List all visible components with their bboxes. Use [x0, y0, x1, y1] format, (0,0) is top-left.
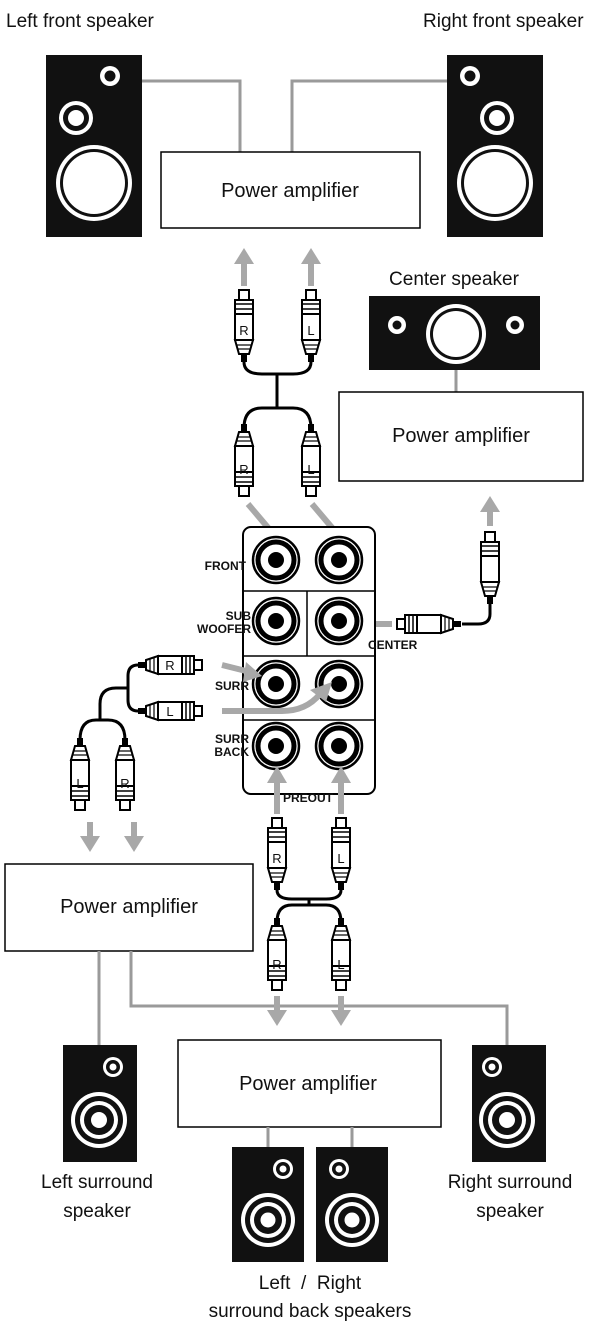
- plug-letter-l: L: [307, 323, 314, 338]
- surround-amp-arrows: [80, 822, 144, 852]
- right-surround-wire: [129, 951, 509, 1045]
- surround-power-amplifier: [4, 863, 254, 952]
- plug-letter-l: L: [337, 957, 344, 972]
- subwoofer-label-1: SUB: [226, 609, 252, 623]
- surr-back-l-jack: [316, 723, 362, 769]
- left-front-speaker: [46, 55, 142, 237]
- center-power-amplifier: [338, 391, 584, 482]
- front-lower-plug-r: [234, 423, 254, 497]
- surr-r-jack: [253, 661, 299, 707]
- plug-letter-l: L: [166, 704, 173, 719]
- center-cable: [462, 604, 492, 626]
- center-plug-left: [396, 614, 462, 634]
- surr-jack-arrows: [221, 662, 332, 714]
- left-surround-back-speaker: [232, 1147, 304, 1262]
- left-surround-speaker: [63, 1045, 137, 1162]
- surr-back-jack-arrows: [267, 766, 351, 814]
- plug-letter-l: L: [307, 462, 314, 477]
- surr-cable-left-y: [78, 718, 127, 741]
- plug-letter-r: R: [165, 658, 174, 673]
- right-front-speaker: [447, 55, 543, 237]
- surround-back-power-amplifier: [177, 1039, 442, 1128]
- right-surround-label-1: Right surround: [448, 1172, 573, 1193]
- surr-back-cable-top-y: [275, 889, 343, 901]
- front-r-jack: [253, 537, 299, 583]
- plug-letter-r: R: [239, 323, 248, 338]
- left-front-wire: [142, 79, 242, 152]
- right-surround-speaker: [472, 1045, 546, 1162]
- plug-letter-r: R: [272, 851, 281, 866]
- center-jack-label: CENTER: [368, 638, 418, 652]
- surr-plug-down-r: [115, 737, 135, 811]
- right-surround-back-speaker: [316, 1147, 388, 1262]
- surr-jack-label: SURR: [215, 679, 249, 693]
- surround-amp-label: Power amplifier: [60, 896, 198, 918]
- surround-back-amp-arrows: [267, 996, 351, 1026]
- left-surround-label-1: Left surround: [41, 1172, 153, 1193]
- front-power-amplifier: [160, 151, 421, 229]
- preout-label: PREOUT: [283, 791, 334, 805]
- front-lower-plug-l: [301, 423, 321, 497]
- center-plug-up: [480, 531, 500, 605]
- surround-back-amp-label: Power amplifier: [239, 1073, 377, 1095]
- surr-back-lower-plug-l: [331, 917, 351, 991]
- front-amp-label: Power amplifier: [221, 180, 359, 202]
- center-input-arrow: [480, 496, 500, 526]
- subwoofer-jack: [253, 598, 299, 644]
- plug-letter-l: L: [76, 776, 83, 791]
- front-input-arrows: [234, 248, 321, 286]
- center-speaker: [369, 296, 540, 370]
- front-cable-bottom-y: [242, 406, 313, 429]
- surround-back-label-1: Left / Right: [259, 1273, 362, 1294]
- left-front-speaker-label: Left front speaker: [6, 11, 155, 32]
- surr-back-r-jack: [253, 723, 299, 769]
- surr-back-label-1: SURR: [215, 732, 249, 746]
- surr-back-cable-bottom-y: [275, 903, 343, 923]
- surr-l-jack: [316, 661, 362, 707]
- front-l-jack: [316, 537, 362, 583]
- front-cable-top-y: [242, 361, 313, 376]
- right-surround-label-2: speaker: [476, 1201, 544, 1222]
- plug-letter-l: L: [337, 851, 344, 866]
- center-speaker-label: Center speaker: [389, 269, 520, 290]
- plug-letter-r: R: [239, 462, 248, 477]
- center-jack: [316, 598, 362, 644]
- surround-back-label-2: surround back speakers: [209, 1301, 412, 1322]
- surr-cable-right-y: [126, 663, 139, 713]
- center-amp-label: Power amplifier: [392, 425, 530, 447]
- surr-plug-down-l: [70, 737, 90, 811]
- surr-back-lower-plug-r: [267, 917, 287, 991]
- left-surround-label-2: speaker: [63, 1201, 131, 1222]
- front-jack-label: FRONT: [205, 559, 247, 573]
- subwoofer-label-2: WOOFER: [197, 622, 251, 636]
- right-front-wire: [290, 79, 447, 152]
- surr-back-label-2: BACK: [214, 745, 249, 759]
- plug-letter-r: R: [272, 957, 281, 972]
- surr-cable-trunk: [98, 686, 128, 712]
- right-front-speaker-label: Right front speaker: [423, 11, 584, 32]
- plug-letter-r: R: [120, 776, 129, 791]
